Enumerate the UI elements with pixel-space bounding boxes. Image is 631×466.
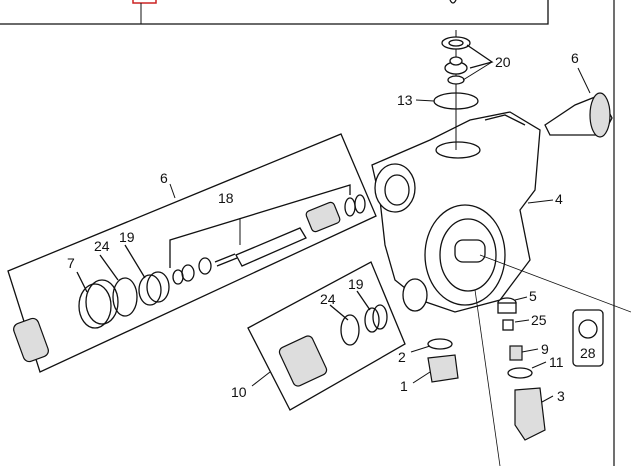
callout[interactable]: 9 bbox=[541, 341, 549, 357]
callout[interactable]: 5 bbox=[529, 288, 537, 304]
callout[interactable]: 3 bbox=[557, 388, 565, 404]
callout[interactable]: 4 bbox=[555, 191, 563, 207]
seal-stack-20 bbox=[433, 30, 494, 150]
callout[interactable]: 6 bbox=[571, 50, 579, 66]
part-28-box bbox=[572, 309, 604, 367]
callout[interactable]: 24 bbox=[94, 238, 110, 254]
callout[interactable]: 6 bbox=[160, 170, 168, 186]
callout[interactable]: 7 bbox=[67, 255, 75, 271]
top-frame bbox=[0, 0, 615, 466]
valve-assembly-box bbox=[7, 133, 377, 373]
highlight-box[interactable] bbox=[132, 0, 157, 4]
relief-valve-parts bbox=[278, 290, 388, 387]
callout[interactable]: 11 bbox=[549, 354, 564, 370]
valve-parts-row bbox=[13, 184, 366, 363]
callout[interactable]: 13 bbox=[397, 92, 413, 108]
callout[interactable]: 10 bbox=[231, 384, 247, 400]
callout[interactable]: 28 bbox=[580, 345, 596, 361]
callout[interactable]: 18 bbox=[218, 190, 234, 206]
callout[interactable]: 2 bbox=[398, 349, 406, 365]
callout[interactable]: 1 bbox=[400, 378, 408, 394]
callout[interactable]: 20 bbox=[495, 54, 511, 70]
callout[interactable]: 19 bbox=[119, 229, 135, 245]
pump-housing bbox=[371, 111, 541, 313]
callout[interactable]: 24 bbox=[320, 291, 336, 307]
valve-cartridge-6 bbox=[544, 92, 613, 138]
bottom-parts bbox=[427, 254, 631, 466]
callout-labels: 20 6 13 6 18 4 24 19 7 5 24 19 25 28 9 2… bbox=[67, 50, 596, 404]
callout[interactable]: 25 bbox=[531, 312, 547, 328]
relief-valve-box bbox=[247, 261, 406, 411]
callout[interactable]: 19 bbox=[348, 276, 364, 292]
